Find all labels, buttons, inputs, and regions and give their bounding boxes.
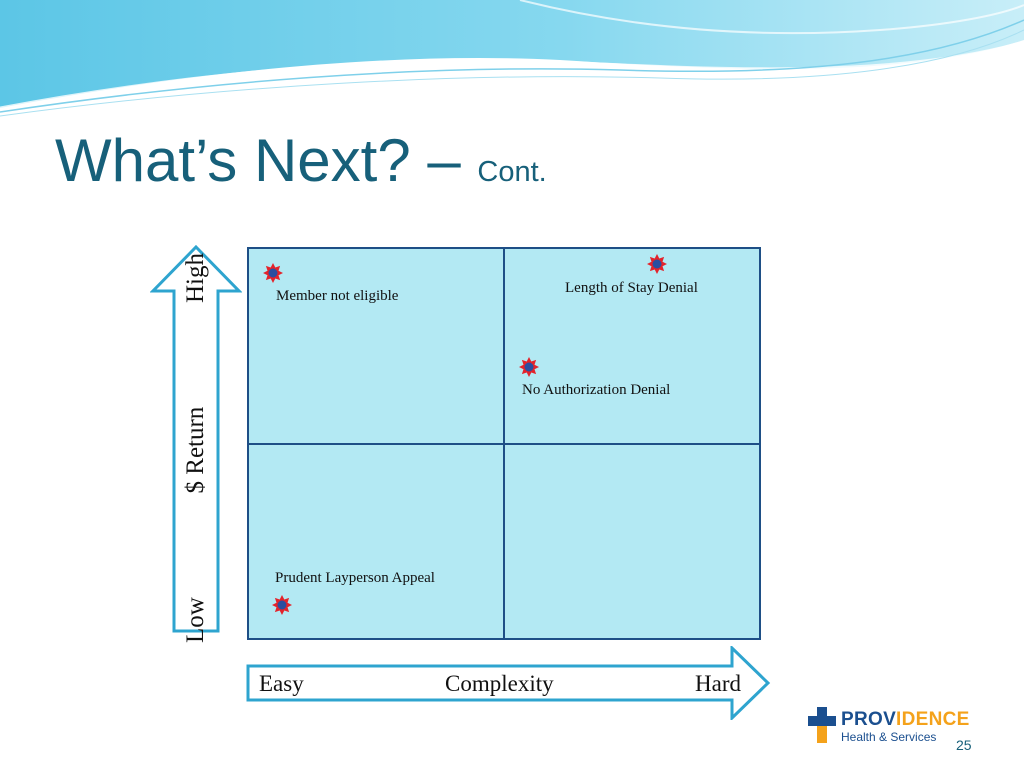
y-axis-low-label: Low (182, 597, 209, 643)
item-marker-icon (646, 253, 668, 275)
logo-wordmark: PROVIDENCE (841, 709, 970, 731)
item-label-length-of-stay-denial: Length of Stay Denial (565, 280, 698, 296)
slide-title: What’s Next? – Cont. (55, 128, 547, 194)
x-axis-low-label: Easy (259, 671, 304, 696)
item-marker-icon (262, 262, 284, 284)
item-label-prudent-layperson-appeal: Prudent Layperson Appeal (275, 570, 435, 586)
x-axis-title: Complexity (445, 671, 554, 696)
x-axis-label: Easy Complexity Hard (259, 669, 741, 699)
page-number: 25 (956, 737, 972, 753)
y-axis-high-label: High (182, 253, 209, 303)
x-axis-arrow (246, 646, 771, 720)
logo-wordmark-part1: PROV (841, 709, 897, 730)
logo-tagline: Health & Services (841, 730, 937, 744)
quadrant-grid (247, 247, 761, 640)
slide-title-suffix: Cont. (477, 156, 547, 188)
x-axis-high-label: Hard (695, 671, 741, 696)
y-axis-arrow (150, 245, 242, 633)
item-label-no-authorization-denial: No Authorization Denial (522, 382, 671, 398)
providence-logo: PROVIDENCE Health & Services (808, 707, 983, 745)
y-axis-title: $ Return (182, 406, 209, 494)
item-marker-icon (271, 594, 293, 616)
cross-icon (808, 707, 836, 743)
item-label-member-not-eligible: Member not eligible (276, 288, 399, 304)
y-axis-label: Low $ Return High (179, 253, 213, 643)
logo-wordmark-part2: IDENCE (896, 709, 970, 730)
item-marker-icon (518, 356, 540, 378)
header-wave-decoration (0, 0, 1024, 117)
grid-horizontal-divider (249, 443, 759, 445)
slide-title-main: What’s Next? – (55, 127, 461, 194)
